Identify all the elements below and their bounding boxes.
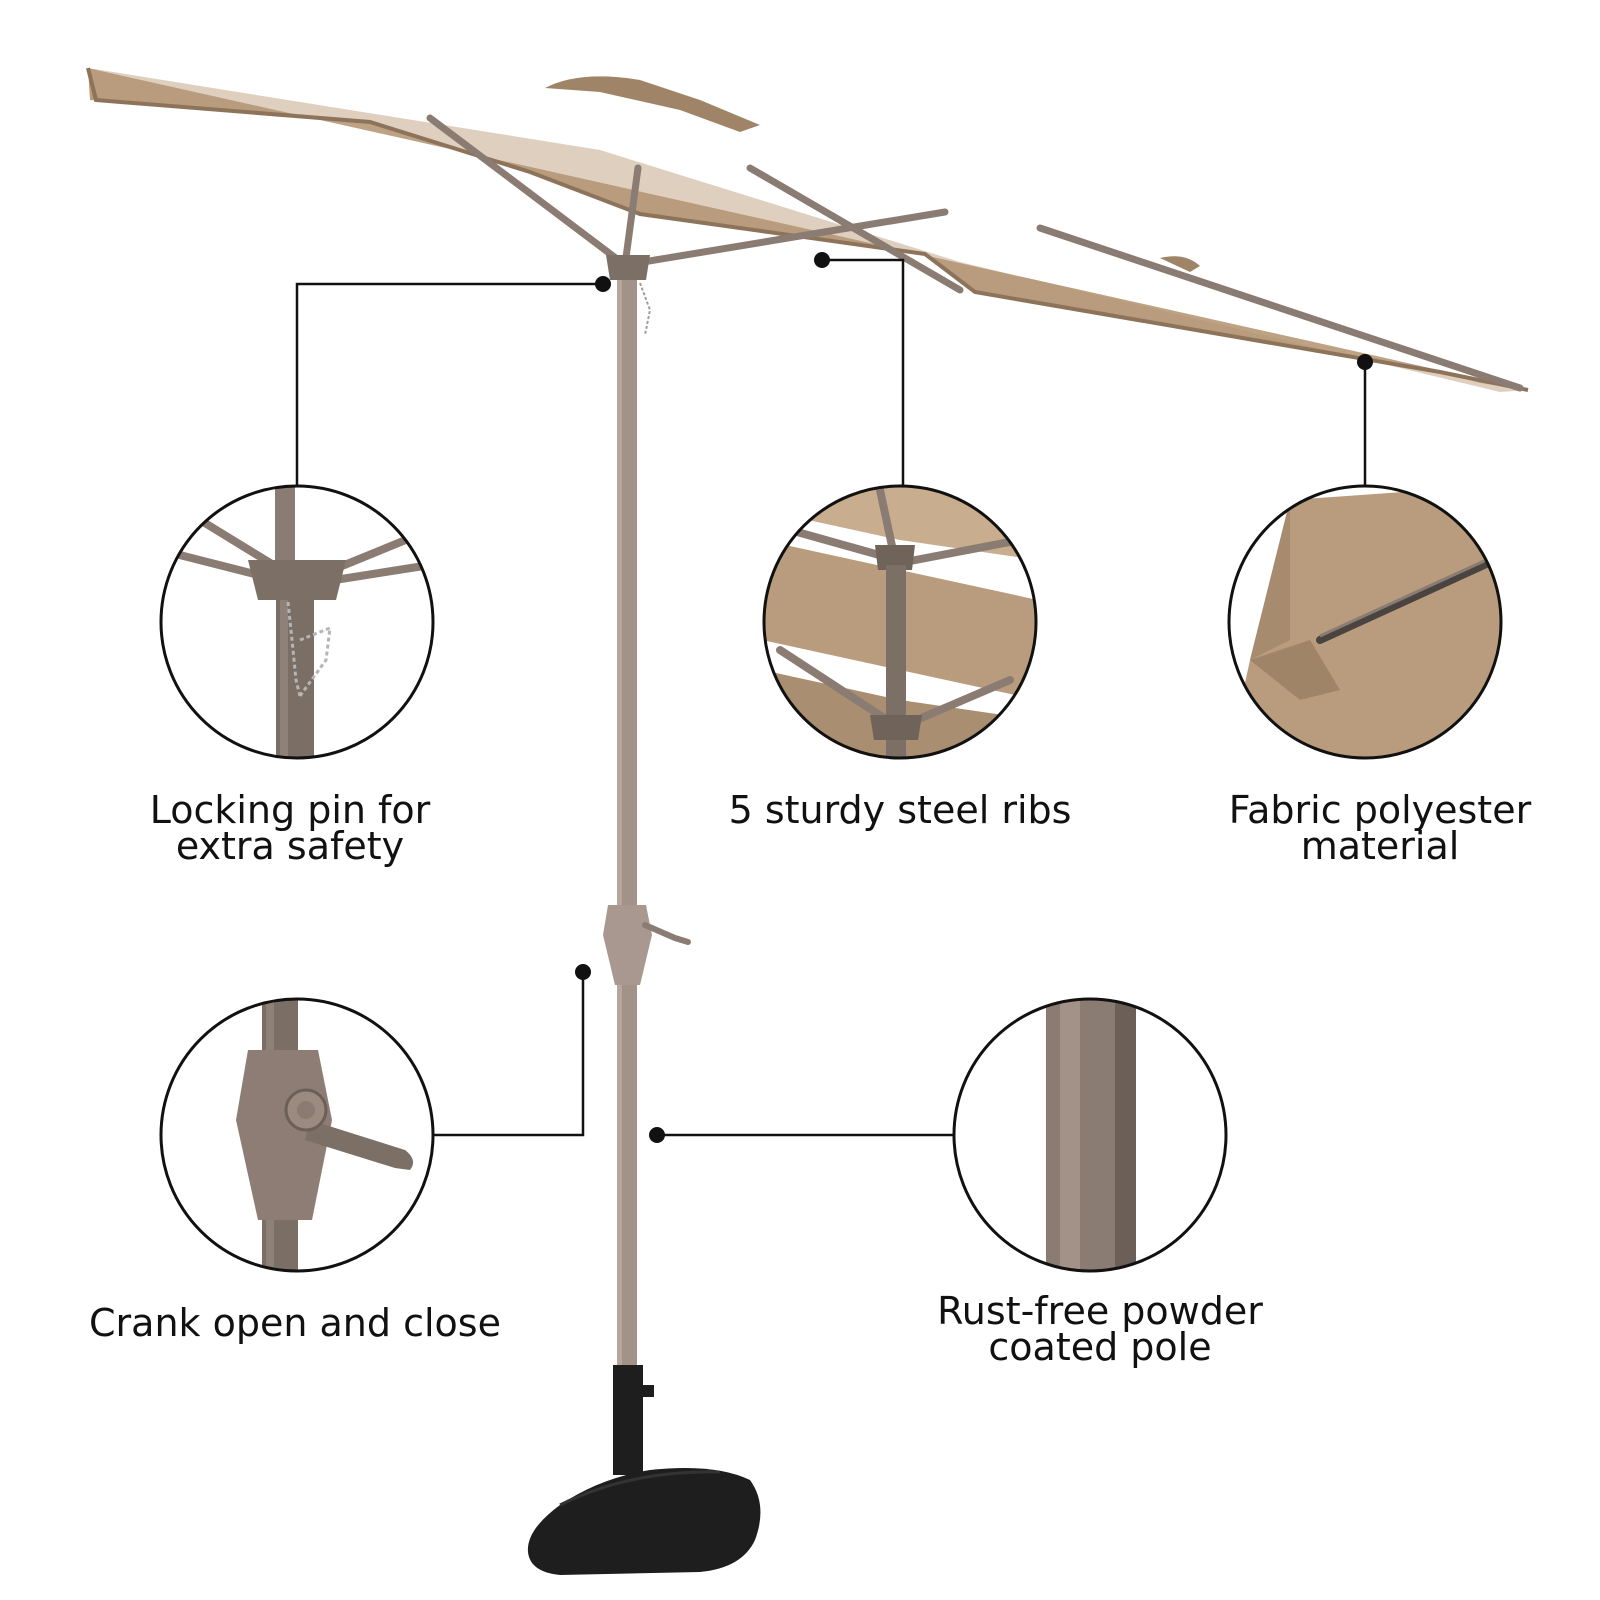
umbrella-base — [527, 1467, 761, 1575]
detail-circle-locking — [159, 484, 435, 760]
feature-label-fabric-line-1: Fabric polyester — [1228, 788, 1532, 832]
detail-circle-pole — [952, 997, 1228, 1273]
detail-circle-fabric — [1227, 484, 1503, 760]
detail-circle-ribs — [762, 484, 1038, 760]
callout-line-locking — [295, 282, 600, 486]
crank-housing — [603, 905, 652, 985]
umbrella-ribs — [426, 114, 1524, 392]
detail-circle-pole-border — [952, 997, 1228, 1273]
callout-dots — [575, 252, 1373, 1143]
feature-label-crank-line-1: Crank open and close — [89, 1301, 501, 1345]
callout-lines — [295, 258, 1367, 1137]
feature-label-locking-line-2: extra safety — [175, 824, 405, 868]
feature-label-crank: Crank open and close — [70, 1301, 520, 1345]
feature-label-pole: Rust-free powder coated pole — [900, 1289, 1300, 1369]
feature-label-ribs-line-1: 5 sturdy steel ribs — [728, 788, 1072, 832]
detail-circle-crank-border — [159, 997, 435, 1273]
feature-label-pole-line-2: coated pole — [988, 1325, 1212, 1369]
callout-line-crank — [433, 972, 585, 1137]
umbrella — [86, 67, 1529, 1575]
feature-label-ribs: 5 sturdy steel ribs — [700, 788, 1100, 832]
feature-label-locking-line-1: Locking pin for — [149, 788, 431, 832]
detail-circle-locking-border — [159, 484, 435, 760]
callout-dot-fabric — [1357, 354, 1373, 370]
feature-label-locking: Locking pin for extra safety — [110, 788, 470, 868]
callout-dot-locking — [595, 276, 611, 292]
callout-dot-pole — [649, 1127, 665, 1143]
callout-dot-crank — [575, 964, 591, 980]
feature-label-fabric-line-2: material — [1300, 824, 1460, 868]
feature-label-pole-line-1: Rust-free powder — [937, 1289, 1263, 1333]
base-tube — [613, 1365, 643, 1475]
detail-circle-crank — [159, 997, 435, 1273]
callout-dot-ribs — [814, 252, 830, 268]
detail-circle-fabric-border — [1227, 484, 1503, 760]
feature-label-fabric: Fabric polyester material — [1190, 788, 1570, 868]
callout-line-ribs — [822, 258, 905, 486]
detail-circle-ribs-border — [762, 484, 1038, 760]
